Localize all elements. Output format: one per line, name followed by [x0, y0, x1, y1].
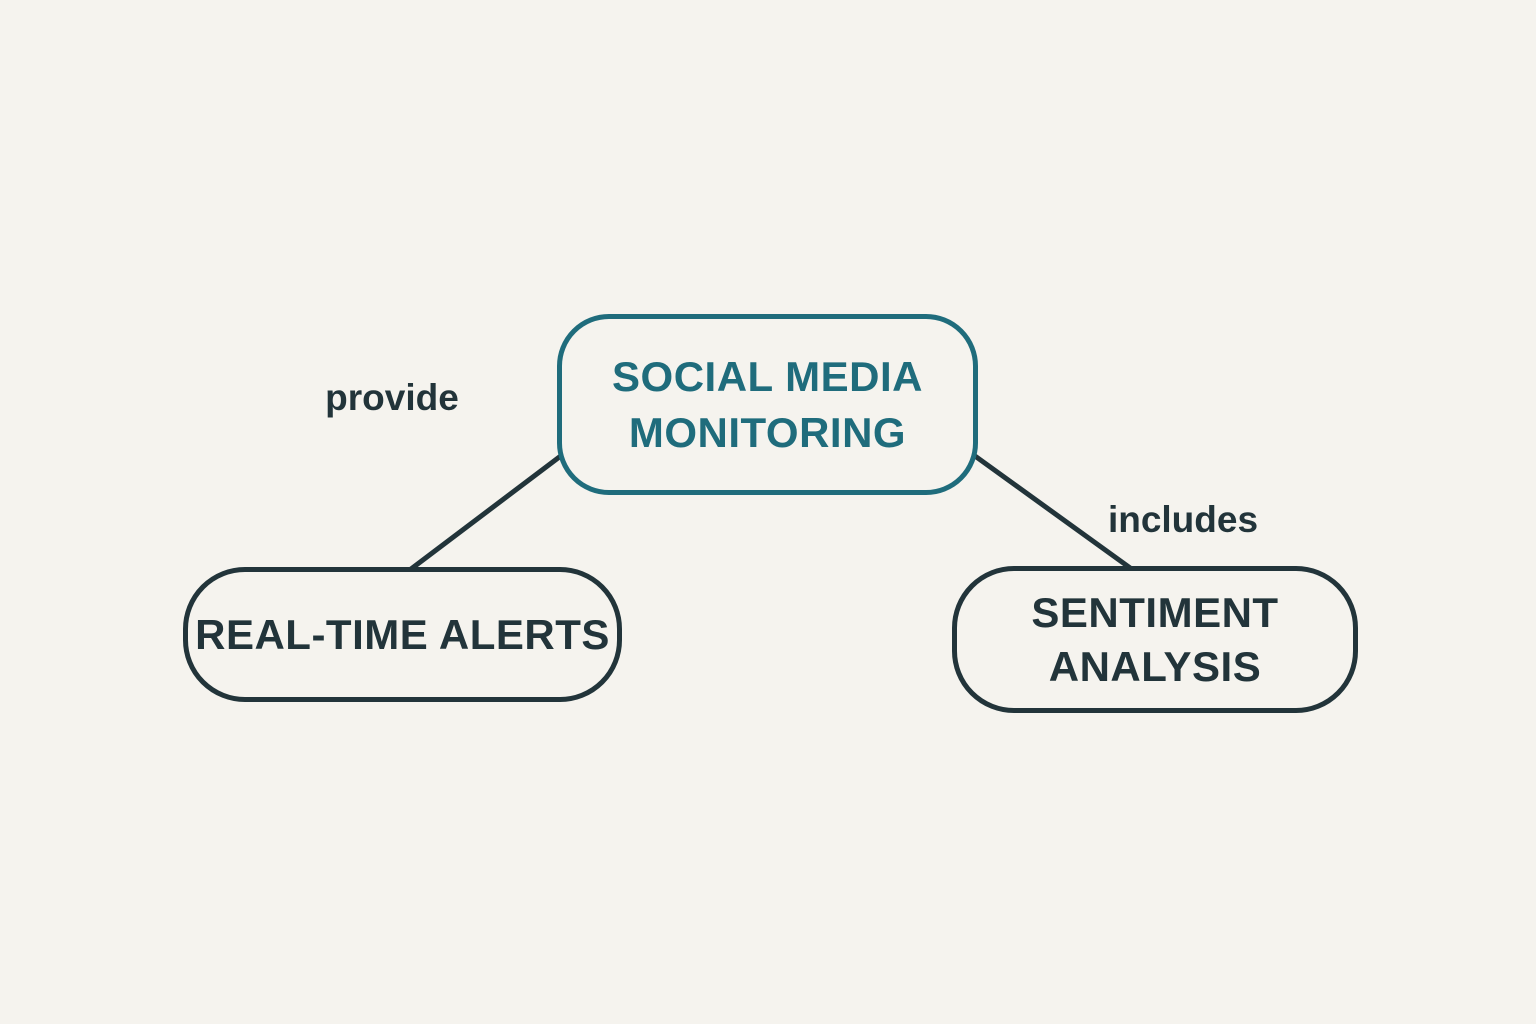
node-sentiment-analysis[interactable]: SENTIMENT ANALYSIS [952, 566, 1358, 713]
node-social-media-monitoring-label: SOCIAL MEDIA MONITORING [612, 349, 923, 461]
node-label-line: SOCIAL MEDIA [612, 352, 923, 400]
node-label-line: REAL-TIME ALERTS [195, 610, 610, 658]
node-real-time-alerts[interactable]: REAL-TIME ALERTS [183, 567, 622, 702]
node-label-line: SENTIMENT [1031, 588, 1279, 636]
node-sentiment-analysis-label: SENTIMENT ANALYSIS [1031, 586, 1278, 694]
node-label-line: ANALYSIS [1048, 642, 1262, 690]
node-real-time-alerts-label: REAL-TIME ALERTS [195, 608, 610, 662]
edge-provide-line [408, 452, 565, 572]
node-social-media-monitoring[interactable]: SOCIAL MEDIA MONITORING [557, 314, 978, 495]
node-label-line: MONITORING [628, 408, 907, 456]
edge-label-provide: provide [325, 377, 459, 418]
edge-label-includes: includes [1107, 499, 1259, 540]
edge-includes-line [972, 453, 1136, 573]
